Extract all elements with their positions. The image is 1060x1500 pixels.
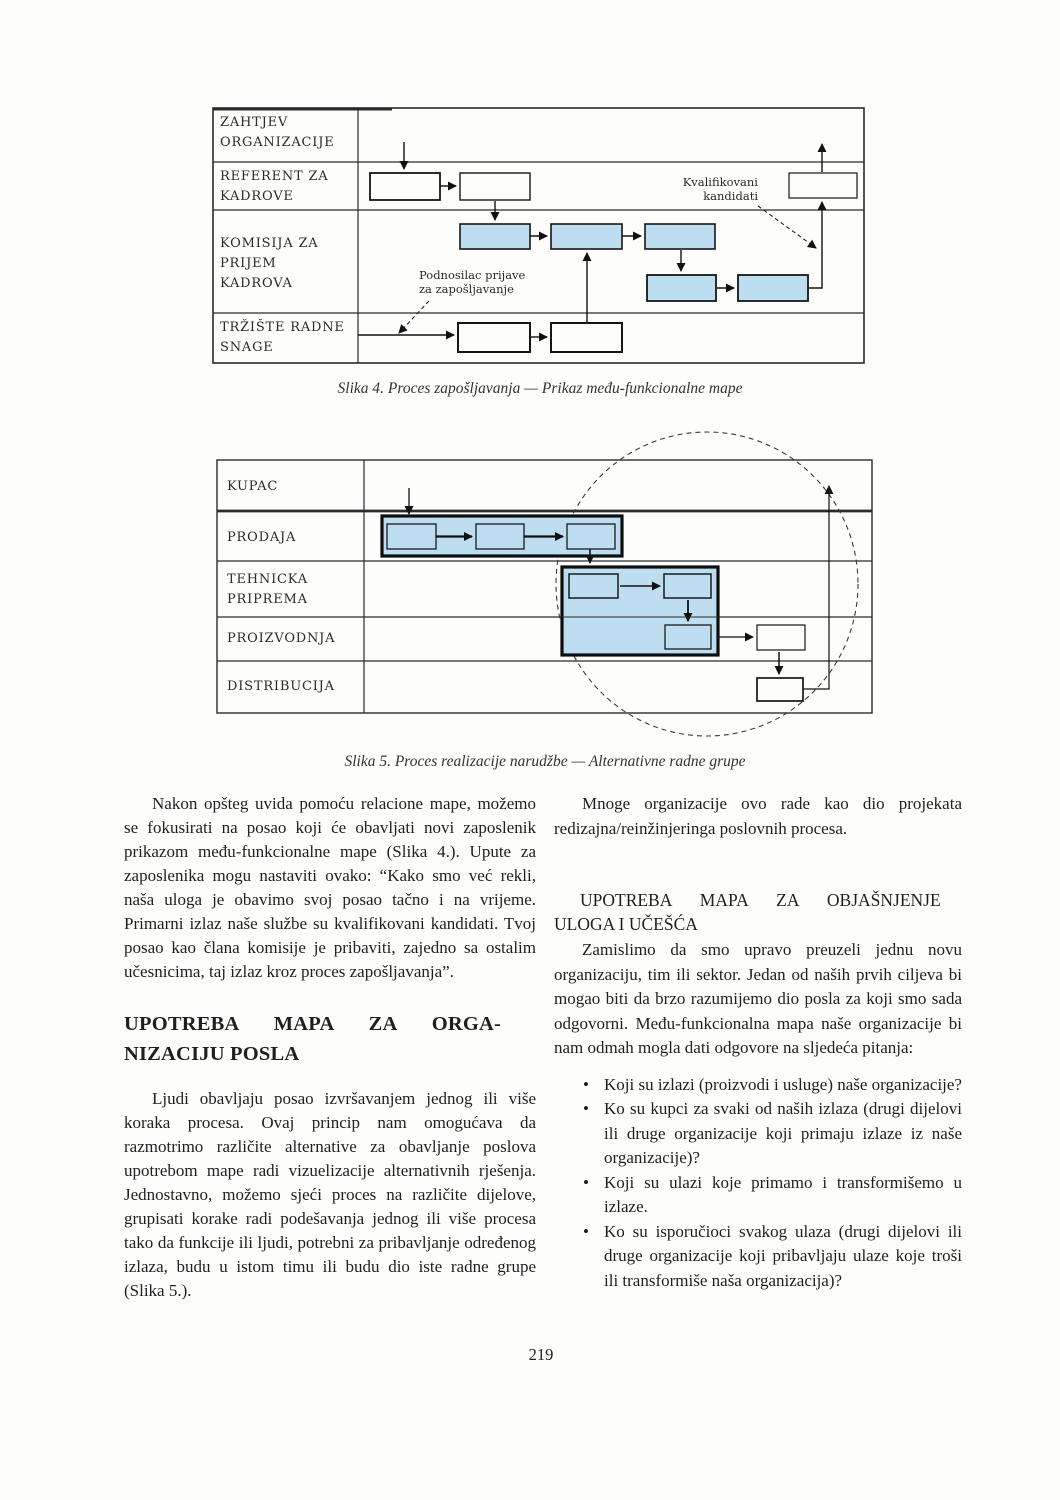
work-group-circle xyxy=(555,431,859,737)
fig5-lane-label: DISTRIBUCIJA xyxy=(227,679,335,694)
annotation-arrows xyxy=(398,205,817,334)
fig5-lane-label: TEHNICKA PRIPREMA xyxy=(227,572,308,607)
left-paragraph-1: Nakon opšteg uvida pomoću relacione mape… xyxy=(124,794,536,981)
left-paragraph-2: Ljudi obavljaju posao izvršavanjem jedno… xyxy=(124,1089,536,1300)
section-heading-organizacija-posla: UPOTREBA MAPA ZA ORGA- NIZACIJU POSLA xyxy=(124,1009,536,1069)
task-box-white xyxy=(550,322,623,353)
task-box-white xyxy=(457,322,531,353)
figure4-caption: Slika 4. Proces zapošljavanja — Prikaz m… xyxy=(337,380,743,397)
task-box-white xyxy=(756,677,804,702)
workgroup-tehnicka-proizvodnja xyxy=(560,565,720,657)
task-boxes xyxy=(756,624,806,702)
fig5-lane-label: KUPAC xyxy=(227,479,279,494)
heading-line: ULOGA I UČEŠĆA xyxy=(554,914,698,934)
list-item: Ko su kupci za svaki od naših izlaza (dr… xyxy=(583,1097,962,1171)
right-paragraph-2: Zamislimo da smo upravo preuzeli jednu n… xyxy=(554,940,962,1057)
left-column: Nakon opšteg uvida pomoću relacione mape… xyxy=(124,792,536,1303)
fig5-lane-label: PROIZVODNJA xyxy=(227,631,336,646)
right-column: Mnoge organizacije ovo rade kao dio proj… xyxy=(554,792,962,1293)
task-box-blue xyxy=(386,523,437,550)
heading-line: UPOTREBA MAPA ZA OBJAŠNJENJE xyxy=(580,890,941,910)
fig4-annotation-qualified-candidates: Kvalifikovani kandidati xyxy=(682,175,758,203)
fig4-lane-label: KOMISIJA ZA PRIJEM KADROVA xyxy=(220,236,319,291)
fig4-lane-label: ZAHTJEV ORGANIZACIJE xyxy=(220,115,335,150)
right-paragraph-1: Mnoge organizacije ovo rade kao dio proj… xyxy=(554,794,962,838)
figure4-diagram xyxy=(212,107,865,364)
list-item: Koji su izlazi (proizvodi i usluge) naše… xyxy=(583,1073,962,1098)
task-box-blue xyxy=(737,274,809,302)
task-box-white xyxy=(756,624,806,651)
figure5-caption: Slika 5. Proces realizacije narudžbe — A… xyxy=(344,753,746,770)
task-box-blue xyxy=(459,223,531,250)
page-number: 219 xyxy=(528,1345,554,1364)
task-box-blue xyxy=(646,274,717,302)
flow-arrows xyxy=(404,485,834,690)
task-box-white xyxy=(788,172,858,199)
task-box-blue xyxy=(550,223,623,250)
task-box-blue xyxy=(566,523,616,550)
section-heading-uloga-i-ucesca: UPOTREBA MAPA ZA OBJAŠNJENJE ULOGA I UČE… xyxy=(554,888,962,936)
swimlane-grid xyxy=(212,107,865,364)
task-box-white xyxy=(369,172,441,201)
figure5-diagram xyxy=(216,431,873,737)
task-box-white xyxy=(459,172,531,201)
flow-arrows xyxy=(358,142,827,342)
fig5-lane-label: PRODAJA xyxy=(227,530,297,545)
fig4-lane-label: TRŽIŠTE RADNE SNAGE xyxy=(220,320,345,355)
fig4-annotation-applicant: Podnosilac prijave za zapošljavanje xyxy=(419,268,526,296)
fig4-lane-label: REFERENT ZA KADROVE xyxy=(220,169,329,204)
swimlane-grid xyxy=(216,459,873,714)
task-box-blue xyxy=(663,573,712,599)
task-boxes xyxy=(369,172,858,353)
task-box-blue xyxy=(644,223,716,250)
questions-list: Koji su izlazi (proizvodi i usluge) naše… xyxy=(554,1073,962,1294)
workgroup-prodaja xyxy=(380,514,624,558)
heading-line: UPOTREBA MAPA ZA ORGA- xyxy=(124,1013,502,1035)
list-item: Ko su isporučioci svakog ulaza (drugi di… xyxy=(583,1220,962,1294)
task-box-blue xyxy=(568,573,619,599)
list-item: Koji su ulazi koje primamo i transformiš… xyxy=(583,1171,962,1220)
task-box-blue xyxy=(475,523,525,550)
task-box-blue xyxy=(664,624,712,650)
heading-line: NIZACIJU POSLA xyxy=(124,1043,300,1065)
